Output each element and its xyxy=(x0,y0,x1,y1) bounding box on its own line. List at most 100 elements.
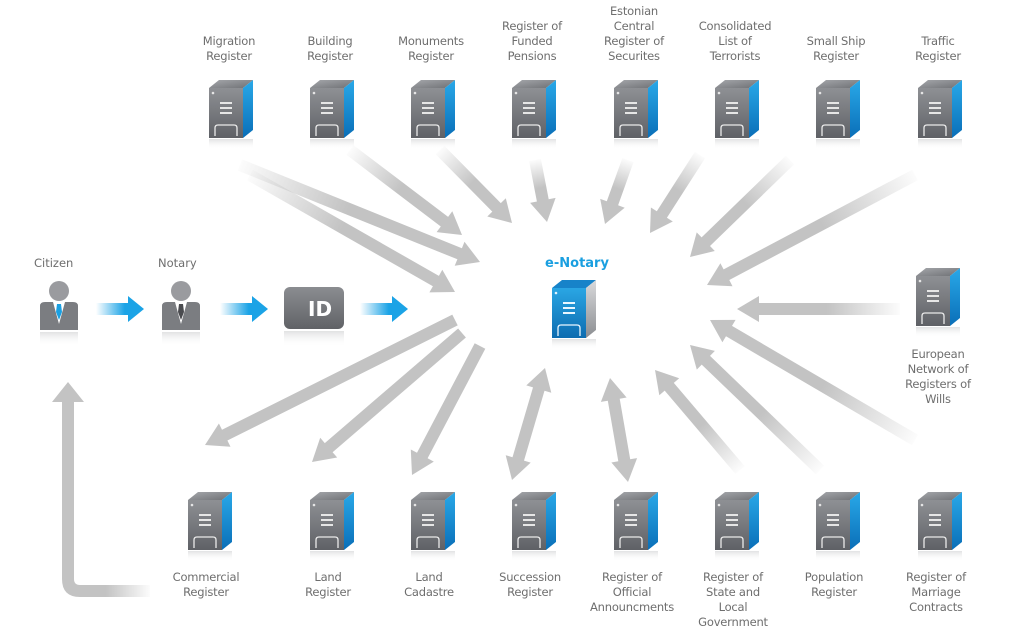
label-line: Population xyxy=(804,570,864,584)
id-card-icon[interactable]: ID xyxy=(284,287,344,347)
top-register-monuments-register-arrow xyxy=(435,145,512,223)
label-line: Register of xyxy=(703,570,763,584)
label-line: Traffic xyxy=(921,34,955,48)
label-line: Official xyxy=(612,585,652,599)
label-line: Central xyxy=(613,19,655,33)
label-line: Contracts xyxy=(909,600,963,614)
top-register-migration-register-arrow xyxy=(237,159,480,266)
label-line: Register xyxy=(408,49,454,63)
label-line: Securites xyxy=(608,49,660,63)
blue-flow-arrow-1 xyxy=(96,296,146,322)
label-line: Register xyxy=(206,49,252,63)
bottom-register-population-register-arrow xyxy=(690,345,825,475)
bottom-register-register-of-state-and-local-government-server-icon[interactable] xyxy=(711,490,763,562)
top-register-estonian-central-register-of-securites-arrow xyxy=(600,158,634,224)
top-register-migration-register-server-icon[interactable] xyxy=(205,78,257,150)
label-line: Marriage xyxy=(911,585,961,599)
bottom-register-land-register-arrow xyxy=(312,328,466,462)
bottom-register-land-cadastre-server-icon[interactable] xyxy=(407,490,459,562)
label-line: Pensions xyxy=(507,49,557,63)
label-line: Register xyxy=(915,49,961,63)
label-line: Government xyxy=(698,615,768,629)
label-line: List of xyxy=(718,34,752,48)
label-line: Wills xyxy=(925,392,951,406)
label-line: Cadastre xyxy=(404,585,454,599)
label-line: Network of xyxy=(907,362,969,376)
e-notary-label: e-Notary xyxy=(545,256,609,271)
bottom-register-register-of-marriage-contracts-arrow xyxy=(710,319,918,446)
notary-person-icon[interactable] xyxy=(158,280,204,352)
blue-flow-arrow-2 xyxy=(220,296,270,322)
label-line: Building xyxy=(307,34,353,48)
label-line: State and xyxy=(706,585,760,599)
label-line: Register xyxy=(811,585,857,599)
label-line: Succession xyxy=(499,570,561,584)
bottom-register-register-of-official-announcments-server-icon[interactable] xyxy=(610,490,662,562)
top-register-building-register-server-icon[interactable] xyxy=(306,78,358,150)
top-register-building-register-arrow xyxy=(346,145,462,235)
label-line: European xyxy=(911,347,965,361)
bottom-register-land-register-server-icon[interactable] xyxy=(306,490,358,562)
top-register-register-of-funded-pensions-server-icon[interactable] xyxy=(508,78,560,150)
label-line: Register of xyxy=(502,19,562,33)
top-register-consolidated-list-of-terrorists-server-icon[interactable] xyxy=(711,78,763,150)
label-line: Register xyxy=(183,585,229,599)
label-line: Monuments xyxy=(398,34,464,48)
top-register-traffic-register-server-icon[interactable] xyxy=(914,78,966,150)
label-line: Estonian xyxy=(609,4,659,18)
label-line: Register of xyxy=(906,570,966,584)
top-register-small-ship-register-server-icon[interactable] xyxy=(812,78,864,150)
citizen-label: Citizen xyxy=(34,256,74,270)
label-line: Commercial xyxy=(172,570,240,584)
label-line: Register of xyxy=(604,34,664,48)
label-line: Funded xyxy=(511,34,553,48)
side-register-european-network-of-registers-of-wills-server-icon[interactable] xyxy=(912,266,964,338)
top-register-register-of-funded-pensions-arrow xyxy=(529,158,556,222)
e-notary-server-icon[interactable] xyxy=(548,278,600,350)
label-line: Terrorists xyxy=(709,49,761,63)
bottom-register-succession-register-server-icon[interactable] xyxy=(508,490,560,562)
top-register-monuments-register-server-icon[interactable] xyxy=(407,78,459,150)
top-register-estonian-central-register-of-securites-server-icon[interactable] xyxy=(610,78,662,150)
bottom-register-commercial-register-server-icon[interactable] xyxy=(184,490,236,562)
top-register-consolidated-list-of-terrorists-arrow xyxy=(650,151,706,233)
bottom-register-register-of-marriage-contracts-server-icon[interactable] xyxy=(914,490,966,562)
label-line: Register xyxy=(813,49,859,63)
citizen-person-icon[interactable] xyxy=(36,280,82,352)
bottom-register-population-register-server-icon[interactable] xyxy=(812,490,864,562)
label-line: Local xyxy=(718,600,748,614)
label-line: Small Ship xyxy=(806,34,866,48)
label-line: Land xyxy=(415,570,443,584)
return-to-citizen-arrow xyxy=(52,382,150,597)
